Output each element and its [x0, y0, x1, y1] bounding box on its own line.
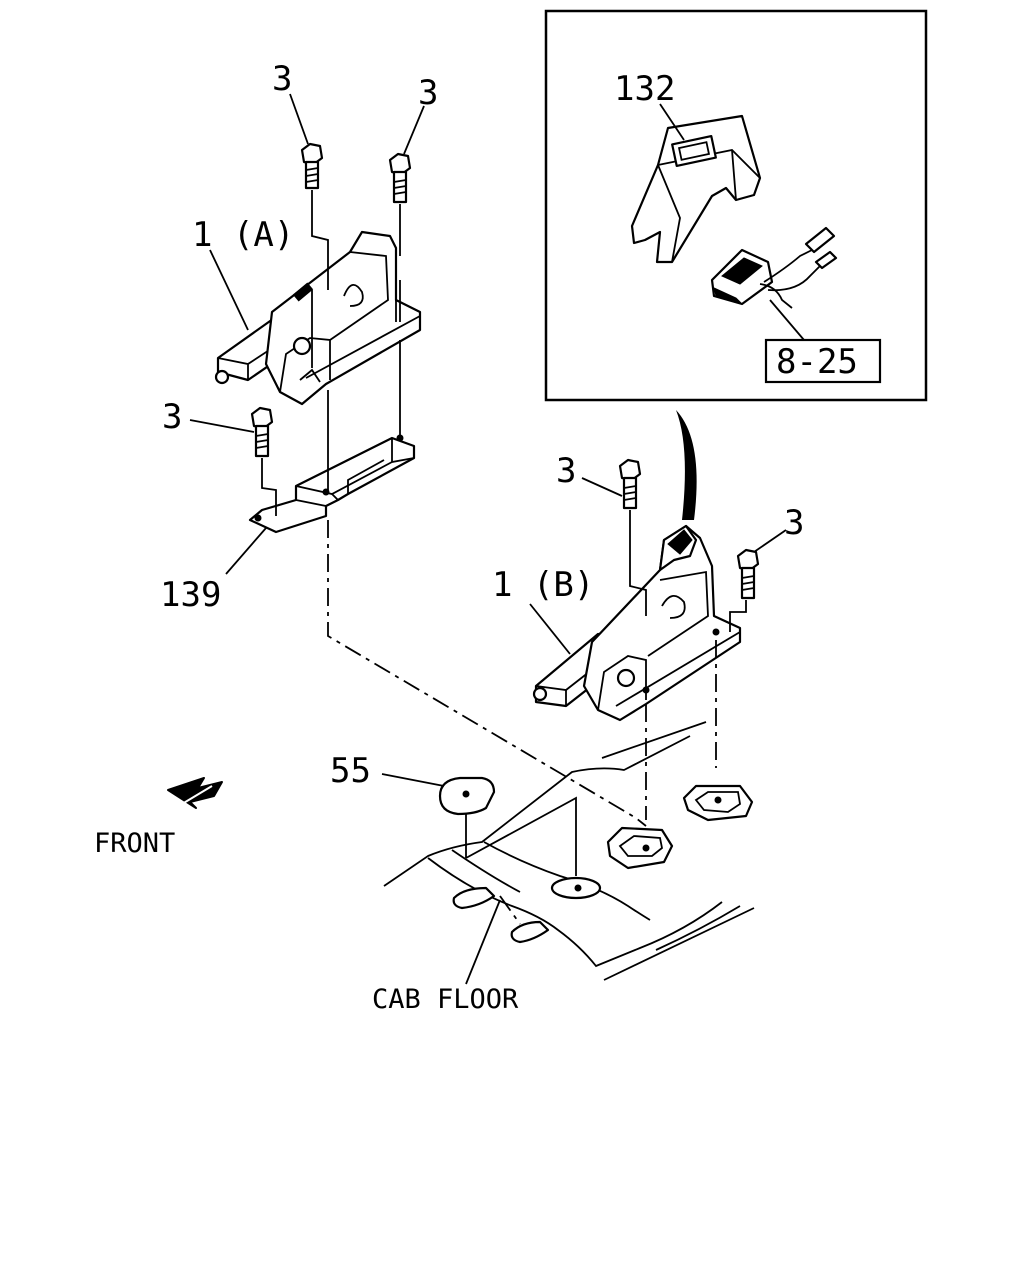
leader-bolt-a-right	[403, 105, 425, 155]
bolt-3-b-right	[736, 548, 760, 600]
ref-label: 8-25	[776, 342, 858, 382]
leader-bolt-b-right	[753, 529, 787, 553]
ref-box	[764, 338, 882, 384]
leader-bracket	[225, 527, 267, 575]
leader-lever-b	[529, 603, 571, 655]
bracket-139	[248, 436, 416, 534]
leader-floor	[465, 899, 501, 985]
label-front: FRONT	[94, 828, 175, 859]
grommet-55	[438, 776, 496, 816]
switch-part	[710, 226, 838, 309]
front-arrow-icon	[167, 777, 223, 809]
ref-leader	[769, 299, 805, 341]
cab-floor	[383, 721, 755, 981]
bolt-3-a-right	[388, 152, 412, 204]
lever-b-assembly	[532, 458, 760, 820]
label-bolt-b-left: 3	[556, 451, 576, 491]
label-bracket: 139	[160, 575, 221, 615]
leader-bolt-a-left	[289, 93, 309, 145]
cover-label: 132	[614, 69, 675, 109]
leader-grommet	[381, 773, 445, 787]
cover-part	[630, 114, 762, 264]
leader-bolt-b-left	[581, 477, 623, 497]
cover-leader	[659, 103, 685, 141]
label-lever-a: 1 (A)	[192, 215, 294, 255]
inset-frame	[544, 9, 928, 402]
label-lever-b: 1 (B)	[492, 565, 594, 605]
leader-lever-a	[209, 249, 249, 331]
lever-a-assembly	[214, 142, 647, 827]
label-grommet: 55	[330, 751, 371, 791]
leader-bolt-bracket	[189, 419, 255, 433]
label-cab-floor: CAB FLOOR	[372, 984, 519, 1015]
label-bolt-a-left: 3	[272, 59, 292, 99]
inset-pointer	[676, 410, 697, 520]
bolt-3-b-left	[618, 458, 642, 510]
label-bolt-bracket: 3	[162, 397, 182, 437]
label-bolt-a-right: 3	[418, 73, 438, 113]
bolt-3-bracket	[250, 406, 274, 458]
bolt-3-a-left	[300, 142, 324, 190]
label-bolt-b-right: 3	[784, 503, 804, 543]
inset-panel: 132 8-25	[544, 9, 928, 402]
